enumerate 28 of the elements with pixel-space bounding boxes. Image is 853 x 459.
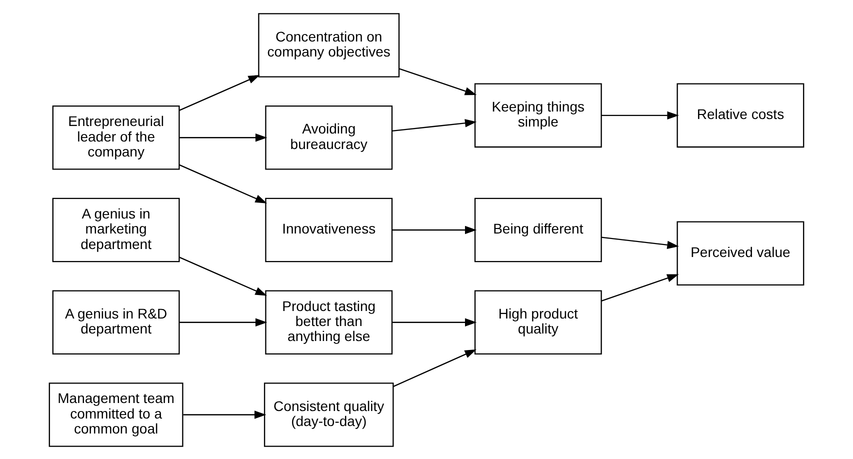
node-box: Avoiding bureaucracy [265, 104, 393, 170]
arrow [392, 318, 477, 326]
arrow [183, 410, 266, 418]
node-box: Perceived value [676, 220, 804, 286]
arrow [179, 133, 268, 142]
node-box: Management team committed to a common goal [48, 382, 184, 446]
arrow [393, 348, 476, 387]
node-box: Entrepreneurial leader of the company [52, 104, 180, 170]
arrow [392, 118, 477, 132]
arrow [392, 225, 477, 234]
node-box: A genius in R&D department [52, 290, 180, 354]
node-box: Keeping things simple [474, 82, 602, 148]
node-box: Product tasting better than anything else [265, 290, 393, 354]
node-box: Relative costs [676, 82, 804, 148]
node-box: Concentration on company objectives [258, 12, 400, 77]
arrow [178, 256, 268, 296]
node-box: Being different [474, 197, 602, 262]
arrow [601, 236, 679, 249]
arrow [601, 274, 679, 301]
arrow [399, 68, 477, 95]
arrow [179, 318, 268, 326]
node-box: High product quality [474, 290, 602, 354]
arrow [179, 164, 268, 203]
node-box: A genius in marketing department [52, 197, 180, 262]
arrow [178, 74, 260, 110]
node-box: Consistent quality (day-to-day) [264, 382, 394, 446]
arrow [602, 110, 679, 119]
node-box: Innovativeness [265, 197, 393, 262]
